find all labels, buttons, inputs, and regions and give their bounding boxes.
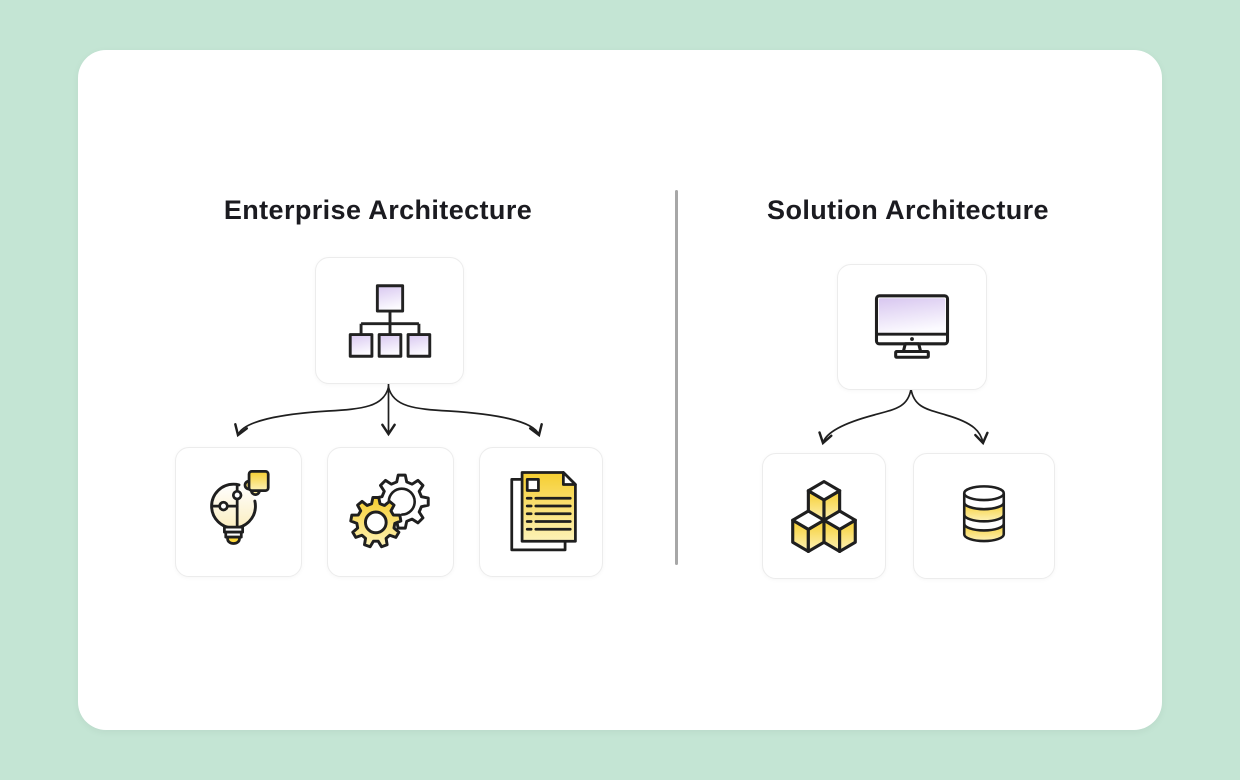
idea-puzzle-icon: [209, 469, 270, 545]
gears-icon: [349, 473, 430, 549]
arrow-enterprise-right: [387, 386, 543, 438]
diagram-surface: Enterprise Architecture Solution Archite…: [78, 50, 1162, 730]
enterprise-architecture-title: Enterprise Architecture: [223, 195, 533, 225]
panel-divider: [675, 190, 678, 565]
enterprise-child-card-documents: [479, 447, 603, 577]
monitor-icon: [874, 293, 950, 359]
solution-child-card-database: [913, 453, 1055, 579]
database-icon: [962, 485, 1006, 543]
solution-child-card-cubes: [762, 453, 886, 579]
arrow-enterprise-left: [234, 386, 390, 438]
enterprise-child-card-gears: [327, 447, 454, 577]
enterprise-root-card: [315, 257, 464, 384]
arrow-solution-left: [818, 388, 912, 446]
documents-icon: [510, 471, 577, 552]
solution-architecture-title: Solution Architecture: [767, 195, 1049, 225]
org-hierarchy-icon: [348, 283, 431, 358]
arrow-solution-right: [910, 388, 989, 446]
connector-arrows: [234, 382, 989, 446]
solution-root-card: [837, 264, 987, 390]
cubes-icon: [791, 479, 857, 553]
enterprise-child-card-idea: [175, 447, 302, 577]
